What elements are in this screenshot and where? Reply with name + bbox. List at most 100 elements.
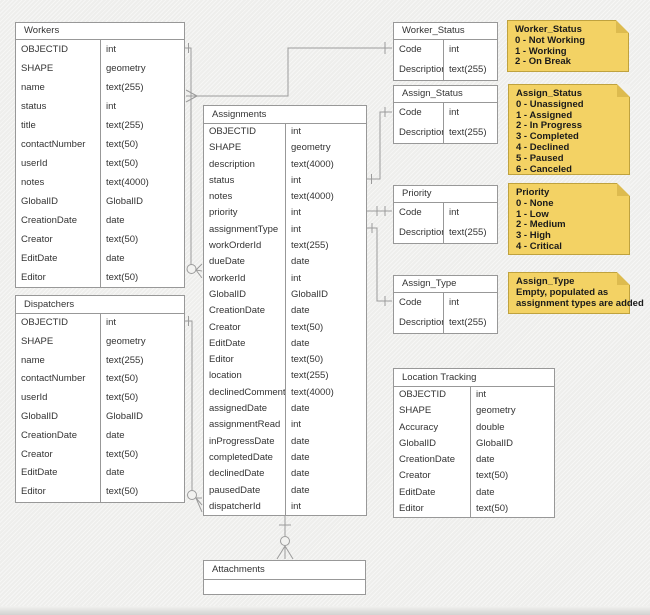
note-line: 4 - Critical <box>516 240 562 252</box>
field-type: text(50) <box>106 448 139 460</box>
field-name: Code <box>394 103 444 123</box>
field-type: text(255) <box>449 227 487 238</box>
edge-assignments-assigntype[interactable] <box>367 223 392 306</box>
field-name: status <box>16 97 101 116</box>
table-title: Assignments <box>204 106 366 124</box>
field-type: text(50) <box>106 486 139 498</box>
field-type: geometry <box>291 142 331 154</box>
field-name: workOrderId <box>204 238 286 255</box>
field-type: text(50) <box>476 503 509 515</box>
field-type: text(255) <box>291 370 329 382</box>
field-type: date <box>291 468 310 480</box>
note-title: Assign_Status <box>516 88 582 99</box>
field-name: assignmentRead <box>204 417 286 434</box>
note-line: 2 - On Break <box>515 56 571 68</box>
edge-assignments-attachments[interactable] <box>276 513 294 560</box>
field-type: text(4000) <box>106 177 149 188</box>
table-title: Priority <box>394 186 497 203</box>
table-attachments[interactable]: Attachments <box>203 560 366 595</box>
crowfoot-many <box>195 263 203 279</box>
field-name: Description <box>394 123 444 143</box>
field-name: inProgressDate <box>204 433 286 450</box>
table-title: Assign_Status <box>394 86 497 103</box>
field-name: Description <box>394 313 444 333</box>
edge-workerstatus-workers[interactable] <box>185 42 392 103</box>
field-name: CreationDate <box>204 303 286 320</box>
field-type: GlobalID <box>291 288 328 300</box>
field-row-Accuracy: Accuracy double <box>394 419 554 436</box>
field-name: Code <box>394 40 444 60</box>
field-type: text(255) <box>449 317 487 328</box>
note-title: Priority <box>516 187 550 198</box>
note-line: 1 - Assigned <box>516 109 573 121</box>
note-line: 0 - None <box>516 197 554 209</box>
field-type: text(4000) <box>291 158 334 170</box>
field-type: text(255) <box>106 120 144 131</box>
note-fold-corner <box>616 20 629 33</box>
field-type: int <box>106 44 117 55</box>
edge-assignments-priority[interactable] <box>367 206 392 216</box>
field-type: text(50) <box>291 321 324 333</box>
note-line: 0 - Unassigned <box>516 98 584 110</box>
field-row-Editor: Editor text(50) <box>16 483 184 502</box>
field-name: Editor <box>16 483 101 502</box>
field-name: CreationDate <box>16 211 101 230</box>
note-title: Assign_Type <box>516 276 575 287</box>
note-line: 3 - High <box>516 230 551 242</box>
note-line: 2 - In Progress <box>516 120 582 132</box>
field-name: OBJECTID <box>204 124 286 141</box>
zero-circle <box>187 490 197 500</box>
edge-assignments-assignstatus[interactable] <box>367 107 392 184</box>
note-line: 1 - Low <box>516 208 549 220</box>
note-line: 1 - Working <box>515 45 567 57</box>
field-name: EditDate <box>394 484 471 502</box>
edge-dispatchers-assignments[interactable] <box>185 316 203 513</box>
field-name: GlobalID <box>16 192 101 211</box>
field-name: SHAPE <box>394 403 471 420</box>
field-type: text(255) <box>449 64 487 75</box>
field-name: assignedDate <box>204 401 286 418</box>
field-type: date <box>291 484 310 496</box>
field-name: EditDate <box>16 464 101 484</box>
field-type: int <box>291 272 302 284</box>
edge-workers-assignments[interactable] <box>185 43 203 279</box>
field-name: Accuracy <box>394 419 471 436</box>
field-name: location <box>204 368 286 385</box>
field-name: name <box>16 351 101 371</box>
field-type: double <box>476 421 505 433</box>
table-title: Assign_Type <box>394 276 497 293</box>
field-type: text(50) <box>106 139 139 150</box>
